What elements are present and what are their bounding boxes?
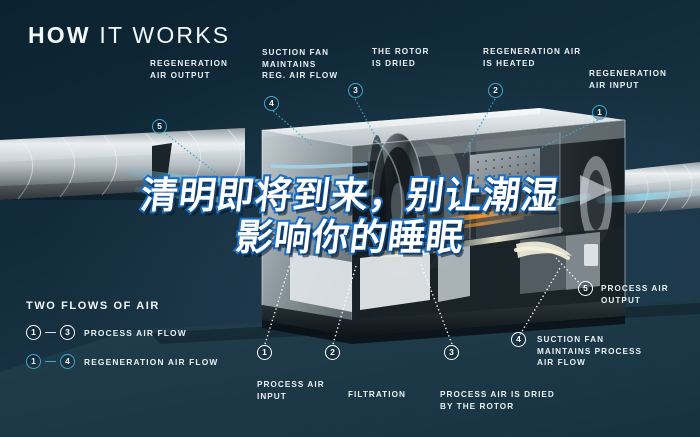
callout-label: REGENERATION AIR IS HEATED [483,47,582,68]
callout-marker-4-bottom[interactable]: 4 [511,332,526,347]
desiccant-rotor [368,132,425,278]
legend-marker-from: 1 [26,354,41,369]
callout-label: PROCESS AIR IS DRIED BY THE ROTOR [440,390,555,411]
legend-dash [45,331,56,334]
callout-marker-2-bottom[interactable]: 2 [325,345,340,360]
page-title-bold: HOW [28,22,91,48]
legend-dash [45,360,56,363]
callout-marker-2-top[interactable]: 2 [488,83,503,98]
callout-marker-1-bottom[interactable]: 1 [257,345,272,360]
page-title-light: IT WORKS [99,22,231,48]
airflow-ribbons [128,162,700,260]
callout-label: SUCTION FAN MAINTAINS REG. AIR FLOW [262,48,339,81]
legend-marker-to: 3 [60,325,75,340]
right-duct [625,162,700,214]
legend-label: PROCESS AIR FLOW [84,327,187,338]
legend-marker-from: 1 [26,325,41,340]
callout-marker-3-bottom[interactable]: 3 [444,345,459,360]
legend-row-regeneration-air-flow: 1 4 REGENERATION AIR FLOW [26,354,218,369]
callout-label: REGENERATION AIR INPUT [589,69,667,90]
callout-label: REGENERATION AIR OUTPUT [150,59,228,80]
callout-marker-5-top[interactable]: 5 [152,119,167,134]
legend-label: REGENERATION AIR FLOW [84,356,219,367]
callout-label: THE ROTOR IS DRIED [372,47,430,68]
filter-mesh [470,148,540,196]
callout-label: PROCESS AIR INPUT [257,380,325,401]
page-title: HOW IT WORKS [28,22,230,49]
callout-label: SUCTION FAN MAINTAINS PROCESS AIR FLOW [537,335,643,368]
legend-row-process-air-flow: 1 3 PROCESS AIR FLOW [26,325,187,340]
legend-title: TWO FLOWS OF AIR [26,300,160,312]
left-duct [0,128,245,200]
machine-cabinet [261,108,626,344]
callout-label: PROCESS AIR OUTPUT [601,284,669,305]
callout-marker-1-top[interactable]: 1 [592,105,607,120]
callout-marker-5-bottom[interactable]: 5 [578,281,593,296]
callout-marker-4-top[interactable]: 4 [264,96,279,111]
callout-label: FILTRATION [348,390,406,399]
legend-marker-to: 4 [60,354,75,369]
callout-marker-3-top[interactable]: 3 [348,83,363,98]
